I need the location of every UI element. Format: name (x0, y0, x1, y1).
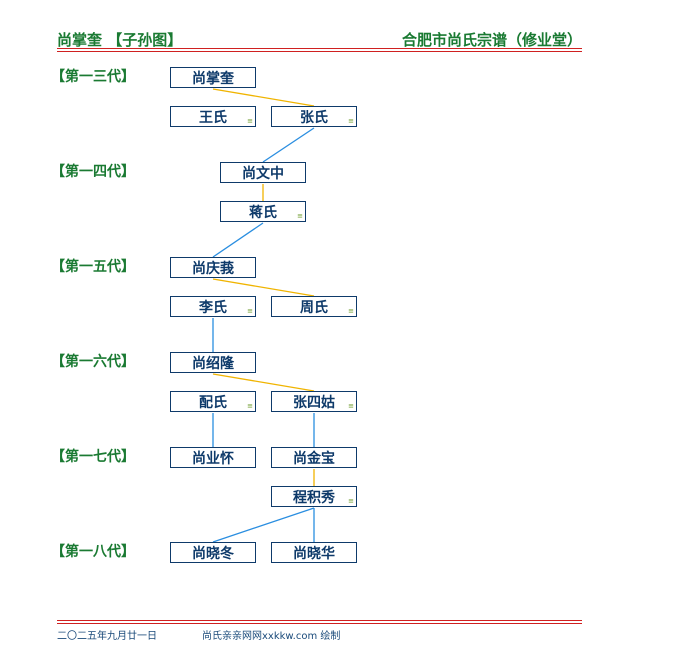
spouse-link (212, 373, 315, 392)
marker-icon: ≡ (297, 212, 303, 220)
generation-label-16: 【第一六代】 (51, 354, 135, 370)
person-node[interactable]: 尚金宝 (271, 447, 357, 468)
spouse-node[interactable]: 王氏 ≡ (170, 106, 256, 127)
person-name: 王氏 (199, 109, 227, 126)
generation-label-17: 【第一七代】 (51, 449, 135, 465)
spouse-node[interactable]: 周氏 ≡ (271, 296, 357, 317)
bottom-rule (57, 620, 582, 621)
spouse-node[interactable]: 蒋氏 ≡ (220, 201, 306, 222)
person-name: 程积秀 (293, 489, 335, 506)
top-rule (57, 48, 582, 49)
person-name: 李氏 (199, 299, 227, 316)
spouse-node[interactable]: 张氏 ≡ (271, 106, 357, 127)
marker-icon: ≡ (348, 117, 354, 125)
spouse-node[interactable]: 程积秀 ≡ (271, 486, 357, 507)
generation-label-14: 【第一四代】 (51, 164, 135, 180)
person-node[interactable]: 尚绍隆 (170, 352, 256, 373)
bottom-rule-2 (57, 623, 582, 624)
header-right-title: 合肥市尚氏宗谱（修业堂） (401, 31, 582, 49)
header-left-title: 尚掌奎 【子孙图】 (57, 31, 183, 49)
descent-link (212, 507, 315, 543)
person-name: 蒋氏 (249, 204, 277, 221)
marker-icon: ≡ (247, 402, 253, 410)
person-name: 尚金宝 (293, 450, 335, 467)
person-node[interactable]: 尚掌奎 (170, 67, 256, 88)
person-node[interactable]: 尚庆莪 (170, 257, 256, 278)
person-name: 张氏 (300, 109, 328, 126)
generation-label-18: 【第一八代】 (51, 544, 135, 560)
spouse-link (212, 88, 315, 107)
footer-credit: 尚氏亲亲网网xxkkw.com 绘制 (202, 631, 341, 642)
person-node[interactable]: 尚晓华 (271, 542, 357, 563)
marker-icon: ≡ (348, 402, 354, 410)
marker-icon: ≡ (247, 307, 253, 315)
person-node[interactable]: 尚业怀 (170, 447, 256, 468)
spouse-node[interactable]: 配氏 ≡ (170, 391, 256, 412)
descent-link (212, 222, 264, 258)
marker-icon: ≡ (348, 307, 354, 315)
spouse-node[interactable]: 张四姑 ≡ (271, 391, 357, 412)
generation-label-13: 【第一三代】 (51, 69, 135, 85)
person-node[interactable]: 尚文中 (220, 162, 306, 183)
top-rule-2 (57, 51, 582, 52)
marker-icon: ≡ (247, 117, 253, 125)
footer-date: 二〇二五年九月廿一日 (57, 631, 157, 642)
person-name: 尚庆莪 (192, 260, 234, 277)
spouse-node[interactable]: 李氏 ≡ (170, 296, 256, 317)
person-node[interactable]: 尚晓冬 (170, 542, 256, 563)
person-name: 尚晓冬 (192, 545, 234, 562)
marker-icon: ≡ (348, 497, 354, 505)
person-name: 尚掌奎 (192, 70, 234, 87)
person-name: 张四姑 (293, 394, 335, 411)
person-name: 尚业怀 (192, 450, 234, 467)
person-name: 尚文中 (242, 165, 284, 182)
person-name: 周氏 (300, 299, 328, 316)
descent-link (262, 127, 315, 163)
person-name: 尚晓华 (293, 545, 335, 562)
spouse-link (212, 278, 315, 297)
person-name: 尚绍隆 (192, 355, 234, 372)
generation-label-15: 【第一五代】 (51, 259, 135, 275)
person-name: 配氏 (199, 394, 227, 411)
